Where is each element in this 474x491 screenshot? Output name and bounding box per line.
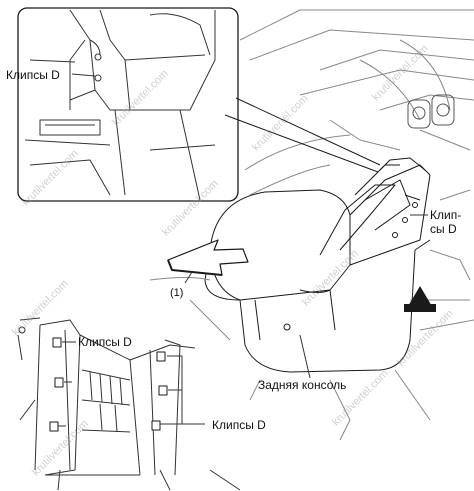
rear-console-label: Задняя консоль: [258, 378, 347, 392]
lower-clips: [49, 337, 168, 432]
arrow-number-label: (1): [170, 287, 184, 299]
dash-vents: [407, 94, 455, 129]
lower-panel-detail: [17, 317, 241, 491]
zoom-line-2: [235, 97, 381, 166]
removal-arrow-shadow: [167, 259, 223, 276]
right-clips-label-line1: Клип-: [430, 208, 462, 222]
inset-clips-label: Клипсы D: [6, 68, 60, 82]
arrow-number-leader: [184, 271, 193, 284]
zoom-line-1: [224, 114, 379, 173]
right-clips-label-line2: сы D: [430, 222, 457, 236]
rear-console-body: [204, 157, 431, 373]
inset-frame: [17, 7, 239, 202]
removal-arrow: [167, 239, 249, 276]
logo-seal: [404, 286, 436, 312]
rear-console-leader: [299, 334, 311, 379]
floor-lines: [149, 189, 474, 441]
lower-right-clips-label: Клипсы D: [212, 418, 266, 432]
lower-left-clips-label: Клипсы D: [78, 335, 132, 349]
inset-clip-leader: [71, 73, 96, 77]
inset-console-detail: [24, 9, 216, 201]
lower-clip-leaders: [58, 341, 205, 427]
cabin-background: [239, 9, 474, 196]
